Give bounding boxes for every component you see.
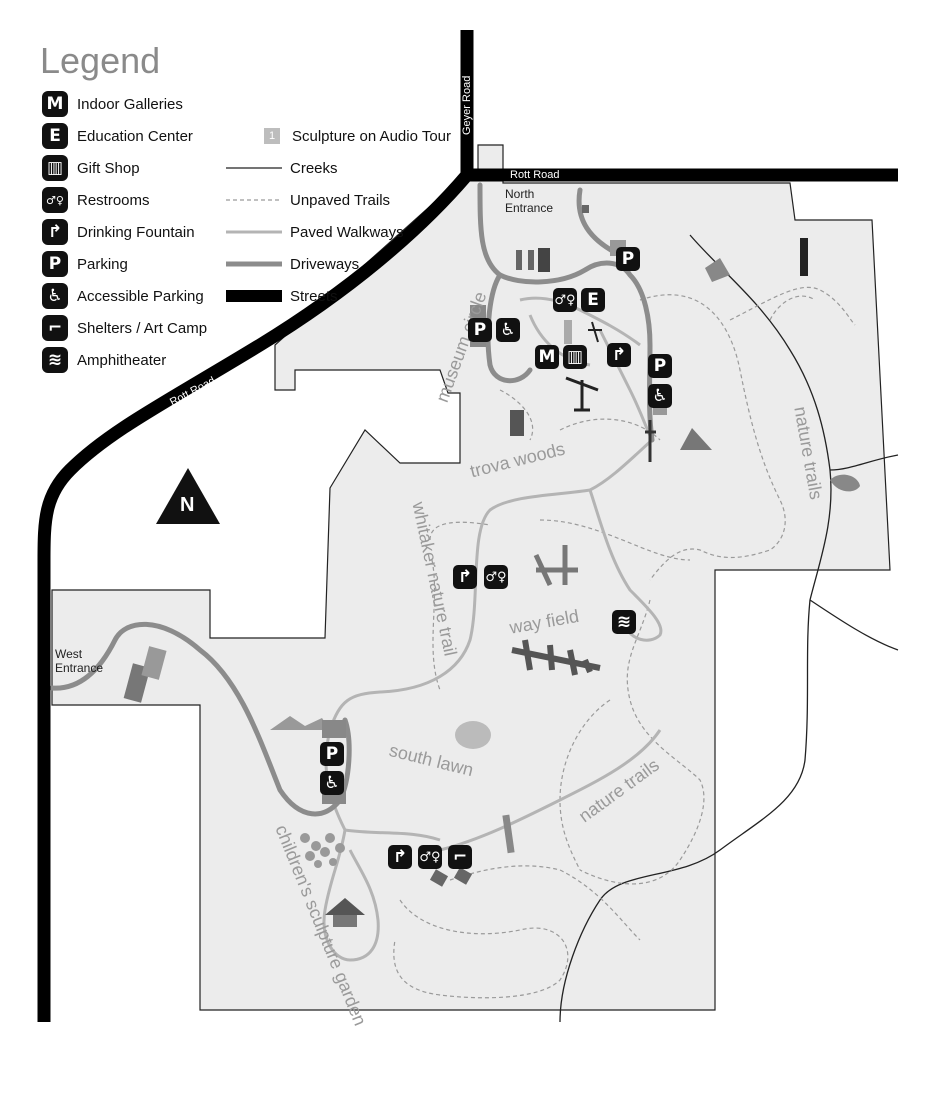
fountain-icon: ↱ bbox=[42, 219, 68, 245]
restroom-icon: ♂♀ bbox=[42, 187, 68, 213]
fountain-icon: ↱ bbox=[453, 565, 477, 589]
legend-item-creeks: Creeks bbox=[290, 154, 338, 182]
legend-item-shelters: ⌐ Shelters / Art Camp bbox=[42, 314, 207, 342]
legend-item-amphitheater: ≋ Amphitheater bbox=[42, 346, 166, 374]
legend-label: Education Center bbox=[77, 127, 193, 145]
gallery-icon: M bbox=[535, 345, 559, 369]
accessible-icon: ♿ bbox=[496, 318, 520, 342]
streets bbox=[37, 30, 898, 1022]
legend-label: Streets bbox=[290, 287, 338, 305]
creeks bbox=[559, 234, 899, 1023]
legend-line-samples bbox=[226, 167, 282, 302]
road-label-rott-top: Rott Road bbox=[510, 169, 560, 181]
legend-label: Paved Walkways bbox=[290, 223, 404, 241]
parking-icon: P bbox=[468, 318, 492, 342]
accessible-icon: ♿ bbox=[320, 771, 344, 795]
unpaved-trails bbox=[393, 286, 856, 999]
amphitheater-icon: ≋ bbox=[612, 610, 636, 634]
legend-label: Sculpture on Audio Tour bbox=[292, 127, 452, 145]
gift-shop-icon: ▥ bbox=[563, 345, 587, 369]
fountain-icon: ↱ bbox=[607, 343, 631, 367]
legend-item-paved-walkways: Paved Walkways bbox=[290, 218, 404, 246]
parking-icon: P bbox=[320, 742, 344, 766]
legend-label: Unpaved Trails bbox=[290, 191, 391, 209]
education-icon: E bbox=[581, 288, 605, 312]
accessible-icon: ♿ bbox=[42, 283, 68, 309]
legend-item-streets: Streets bbox=[290, 282, 338, 310]
shelter-icon: ⌐ bbox=[42, 315, 68, 341]
shelter-icon: ⌐ bbox=[448, 845, 472, 869]
accessible-icon: ♿ bbox=[648, 384, 672, 408]
gallery-icon: M bbox=[42, 91, 68, 117]
amphitheater-icon: ≋ bbox=[42, 347, 68, 373]
north-entrance-label: North Entrance bbox=[505, 187, 554, 215]
fountain-icon: ↱ bbox=[388, 845, 412, 869]
legend-label: Gift Shop bbox=[77, 159, 140, 177]
legend-title: Legend bbox=[40, 40, 161, 81]
legend-item-unpaved-trails: Unpaved Trails bbox=[290, 186, 390, 214]
legend-label: Drinking Fountain bbox=[77, 223, 195, 241]
audio-tour-marker-icon: 1 bbox=[264, 128, 280, 144]
restroom-icon: ♂♀ bbox=[418, 845, 442, 869]
legend-label: Driveways bbox=[290, 255, 360, 273]
compass-icon bbox=[156, 468, 220, 524]
legend-label: Restrooms bbox=[77, 191, 150, 209]
compass-label: N bbox=[180, 494, 195, 516]
legend-label: Accessible Parking bbox=[77, 287, 204, 305]
legend-item-parking: P Parking bbox=[42, 250, 128, 278]
legend-label: Creeks bbox=[290, 159, 338, 177]
legend-item-gift-shop: ▥ Gift Shop bbox=[42, 154, 140, 182]
sculptures bbox=[123, 205, 860, 927]
legend-item-indoor-galleries: M Indoor Galleries bbox=[42, 90, 183, 118]
legend-item-restrooms: ♂♀ Restrooms bbox=[42, 186, 150, 214]
restroom-icon: ♂♀ bbox=[484, 565, 508, 589]
restroom-icon: ♂♀ bbox=[553, 288, 577, 312]
legend-label: Parking bbox=[77, 255, 128, 273]
legend-item-education-center: E Education Center bbox=[42, 122, 193, 150]
legend-label: Shelters / Art Camp bbox=[77, 319, 208, 337]
parking-icon: P bbox=[648, 354, 672, 378]
legend-label: Amphitheater bbox=[77, 351, 167, 369]
legend-label: Indoor Galleries bbox=[77, 95, 183, 113]
legend-item-drinking-fountain: ↱ Drinking Fountain bbox=[42, 218, 195, 246]
legend-item-driveways: Driveways bbox=[290, 250, 359, 278]
road-label-geyer: Geyer Road bbox=[461, 75, 473, 135]
gift-shop-icon: ▥ bbox=[42, 155, 68, 181]
west-entrance-label: West Entrance bbox=[55, 647, 104, 675]
education-icon: E bbox=[42, 123, 68, 149]
legend-item-audio-tour: 1 Sculpture on Audio Tour bbox=[246, 122, 451, 150]
parking-icon: P bbox=[42, 251, 68, 277]
legend-item-accessible-parking: ♿ Accessible Parking bbox=[42, 282, 204, 310]
parking-icon: P bbox=[616, 247, 640, 271]
